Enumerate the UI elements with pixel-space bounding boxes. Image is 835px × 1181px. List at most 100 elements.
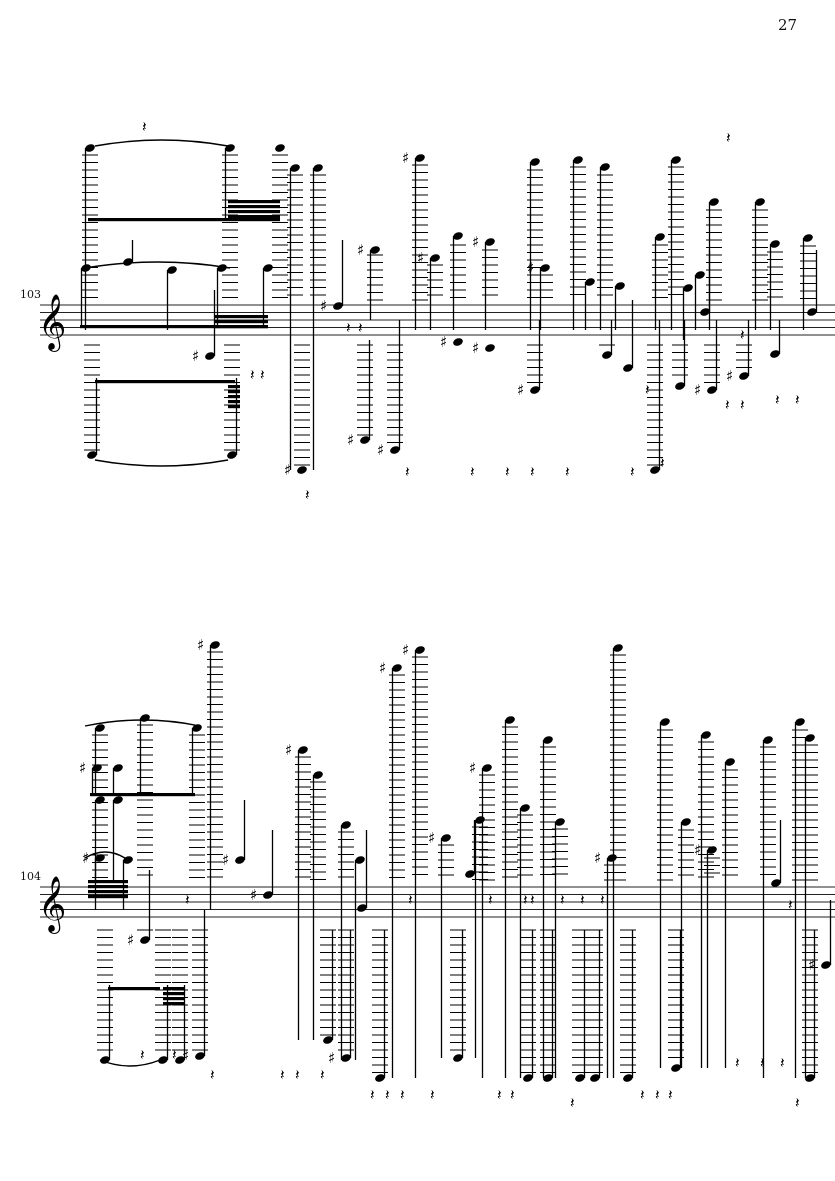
quarter-rest-icon: 𝄽 [346,319,351,337]
notehead [681,818,691,826]
notehead [415,154,425,162]
quarter-rest-icon: 𝄽 [740,326,745,344]
notehead [313,164,323,172]
sharp-icon: ♯ [79,759,86,777]
notehead [453,1054,463,1062]
notehead [540,264,550,272]
sharp-icon: ♯ [440,333,447,351]
staff-system-1: 103 𝄞 ♯♯♯♯♯♯♯♯♯♯♯♯♯♯♯𝄽𝄽𝄽𝄽𝄽𝄽𝄽𝄽𝄽𝄽𝄽𝄽𝄽𝄽𝄽𝄽𝄽𝄽𝄽… [20,118,835,504]
notehead [555,818,565,826]
notehead [205,352,215,360]
sharp-icon: ♯ [517,381,524,399]
quarter-rest-icon: 𝄽 [726,129,731,147]
quarter-rest-icon: 𝄽 [140,1046,145,1064]
sharp-icon: ♯ [469,759,476,777]
sharp-icon: ♯ [379,659,386,677]
notehead [795,718,805,726]
notehead [297,466,307,474]
beam [228,200,280,204]
notehead [95,854,105,862]
notehead [263,891,273,899]
quarter-rest-icon: 𝄽 [523,891,528,909]
notehead [235,856,245,864]
sharp-icon: ♯ [192,347,199,365]
notehead [602,351,612,359]
notehead [585,278,595,286]
notehead [695,271,705,279]
beam [108,987,160,991]
notehead [573,156,583,164]
notehead [441,834,451,842]
staff-system-2: 104 𝄞 ♯♯♯♯♯♯♯♯♯♯♯♯♯♯♯♯𝄽𝄽𝄽𝄽𝄽𝄽𝄽𝄽𝄽𝄽𝄽𝄽𝄽𝄽𝄽𝄽𝄽𝄽… [20,636,835,1112]
sharp-icon: ♯ [222,851,229,869]
notehead [623,364,633,372]
quarter-rest-icon: 𝄽 [488,891,493,909]
page-number: 27 [778,16,797,34]
quarter-rest-icon: 𝄽 [370,1086,375,1104]
notehead [341,821,351,829]
quarter-rest-icon: 𝄽 [430,1086,435,1104]
notehead [158,1056,168,1064]
notehead [227,451,237,459]
notehead [357,904,367,912]
notehead [771,879,781,887]
notehead [113,764,123,772]
quarter-rest-icon: 𝄽 [510,1086,515,1104]
beam [88,890,128,894]
notehead [725,758,735,766]
beam [163,997,185,1001]
sharp-icon: ♯ [320,297,327,315]
sharp-icon: ♯ [377,441,384,459]
quarter-rest-icon: 𝄽 [560,891,565,909]
notehead [615,282,625,290]
notehead [655,233,665,241]
sharp-icon: ♯ [402,641,409,659]
quarter-rest-icon: 𝄽 [530,463,535,481]
notehead [95,796,105,804]
tie [94,139,229,147]
sharp-icon: ♯ [417,249,424,267]
quarter-rest-icon: 𝄽 [185,891,190,909]
beam [88,895,128,899]
notehead [210,641,220,649]
quarter-rest-icon: 𝄽 [655,1086,660,1104]
notehead [323,1036,333,1044]
quarter-rest-icon: 𝄽 [565,463,570,481]
sharp-icon: ♯ [197,636,204,654]
sharp-icon: ♯ [347,431,354,449]
quarter-rest-icon: 𝄽 [305,486,310,504]
notehead [100,1056,110,1064]
notes-system-1: ♯♯♯♯♯♯♯♯♯♯♯♯♯♯♯𝄽𝄽𝄽𝄽𝄽𝄽𝄽𝄽𝄽𝄽𝄽𝄽𝄽𝄽𝄽𝄽𝄽𝄽𝄽𝄽 [80,118,818,504]
notehead [505,716,515,724]
notehead [192,724,202,732]
notehead [85,144,95,152]
notehead [195,1052,205,1060]
beam [228,390,240,394]
quarter-rest-icon: 𝄽 [497,1086,502,1104]
notehead [225,144,235,152]
quarter-rest-icon: 𝄽 [795,391,800,409]
notehead [341,1054,351,1062]
quarter-rest-icon: 𝄽 [640,1086,645,1104]
sharp-icon: ♯ [472,339,479,357]
sharp-icon: ♯ [808,956,815,974]
quarter-rest-icon: 𝄽 [505,463,510,481]
beam [228,405,240,409]
notehead [87,451,97,459]
notehead [140,936,150,944]
quarter-rest-icon: 𝄽 [295,1066,300,1084]
notehead [263,264,273,272]
notehead [543,736,553,744]
notehead [650,466,660,474]
quarter-rest-icon: 𝄽 [320,1066,325,1084]
notehead [113,796,123,804]
notehead [543,1074,553,1082]
beam [228,395,240,399]
notehead [739,372,749,380]
quarter-rest-icon: 𝄽 [530,891,535,909]
quarter-rest-icon: 𝄽 [725,396,730,414]
notehead [675,382,685,390]
beam [228,210,280,214]
notehead [415,646,425,654]
quarter-rest-icon: 𝄽 [280,1066,285,1084]
